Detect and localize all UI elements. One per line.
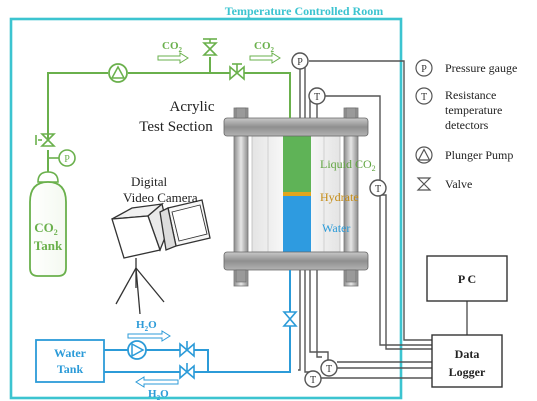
pressure-gauge-symbol: P	[297, 57, 303, 68]
rtd-bottom-left-symbol: T	[310, 375, 316, 386]
co2-tank-gauge-symbol: P	[64, 154, 70, 165]
camera-label-line2: Video Camera	[123, 190, 198, 205]
svg-text:Liquid CO2: Liquid CO2	[320, 157, 376, 173]
svg-text:CO2: CO2	[162, 40, 183, 54]
svg-text:H2O: H2O	[148, 388, 169, 401]
rtd-bottom-right: T	[320, 359, 338, 377]
h2o-flow-label-bottom: H	[148, 388, 157, 400]
legend-pressure-symbol: P	[421, 64, 427, 75]
rtd-top: T	[308, 87, 326, 105]
co2-flow-label-right: CO	[254, 40, 271, 52]
legend-pump-label: Plunger Pump	[445, 148, 513, 162]
co2-tank-label-sub: 2	[54, 228, 58, 237]
rtd-bottom-left: T	[304, 370, 322, 388]
bottom-flange	[223, 251, 369, 271]
pressure-gauge-test-section: P	[291, 52, 309, 70]
h2o-flow-label-bottom-sub: 2	[157, 394, 161, 401]
h2o-flow-label-top-tail: O	[148, 319, 157, 331]
co2-plunger-pump	[108, 63, 128, 83]
co2-tank-label-line2: Tank	[34, 238, 63, 253]
legend-valve-label: Valve	[445, 177, 472, 191]
co2-valve-line	[229, 63, 245, 81]
legend-pressure-gauge: P Pressure gauge	[415, 59, 517, 77]
h2o-flow-label-top: H	[136, 319, 145, 331]
water-valve-riser	[282, 311, 298, 327]
top-flange	[223, 117, 369, 137]
test-section-label-line2: Test Section	[139, 119, 213, 135]
pc-label: P C	[458, 272, 476, 286]
co2-flow-arrow-right: CO2	[249, 40, 281, 64]
liquid-co2-label: Liquid CO	[320, 157, 372, 171]
data-logger-label-line2: Logger	[449, 365, 486, 379]
h2o-flow-arrow-bottom: H2O	[135, 376, 179, 401]
test-section-label-line1: Acrylic	[170, 99, 215, 115]
co2-flow-label-left: CO	[162, 40, 179, 52]
rtd-bottom-right-symbol: T	[326, 364, 332, 375]
water-tank-label-line2: Tank	[57, 362, 84, 376]
legend-rtd-label-line2: temperature	[445, 103, 502, 117]
liquid-co2-phase	[283, 136, 311, 192]
legend-rtd-symbol: T	[421, 92, 427, 103]
room-boundary	[9, 17, 403, 400]
liquid-co2-label-sub: 2	[372, 164, 376, 173]
rtd-top-symbol: T	[314, 92, 320, 103]
water-line	[104, 282, 291, 373]
rtd-hydrate-symbol: T	[375, 184, 381, 195]
test-section: Acrylic Test Section Liquid CO2 Hydrate …	[139, 99, 376, 287]
legend-rtd: T Resistance temperature detectors	[415, 87, 502, 132]
h2o-flow-label-bottom-tail: O	[160, 388, 169, 400]
svg-text:CO2: CO2	[34, 220, 58, 237]
water-phase	[283, 196, 311, 252]
co2-valve-top	[202, 38, 218, 56]
co2-tank-valve	[35, 133, 56, 147]
water-tank: Water Tank	[35, 339, 105, 383]
rtd-hydrate: T	[369, 179, 387, 197]
legend-valve: Valve	[416, 177, 472, 191]
co2-flow-label-right-sub: 2	[271, 46, 275, 54]
water-plunger-pump	[127, 340, 147, 360]
room-label: Temperature Controlled Room	[225, 4, 383, 18]
hydrate-label: Hydrate	[320, 190, 359, 204]
camera-label-line1: Digital	[131, 174, 167, 189]
co2-tank: CO2 Tank	[29, 171, 67, 277]
legend: P Pressure gauge T Resistance temperatur…	[415, 59, 517, 191]
water-label: Water	[322, 221, 350, 235]
temperature-controlled-room: Temperature Controlled Room	[9, 4, 403, 400]
data-logger: Data Logger	[431, 334, 503, 388]
data-logger-label-line1: Data	[455, 347, 480, 361]
svg-text:H2O: H2O	[136, 319, 157, 333]
svg-text:CO2: CO2	[254, 40, 275, 54]
legend-rtd-label-line1: Resistance	[445, 88, 496, 102]
pc: P C	[426, 255, 508, 302]
hydrate-layer	[283, 192, 311, 196]
legend-plunger-pump: Plunger Pump	[415, 146, 513, 164]
water-valve-lower	[179, 363, 195, 380]
water-tank-label-line1: Water	[54, 346, 87, 360]
co2-tank-label: CO	[34, 220, 54, 235]
legend-pressure-label: Pressure gauge	[445, 61, 517, 75]
legend-rtd-label-line3: detectors	[445, 118, 489, 132]
h2o-flow-label-top-sub: 2	[145, 325, 149, 333]
co2-flow-label-left-sub: 2	[179, 46, 183, 54]
co2-flow-arrow-left: CO2	[157, 40, 189, 64]
co2-tank-pressure-gauge: P	[48, 149, 76, 167]
h2o-flow-arrow-top: H2O	[127, 319, 171, 342]
digital-video-camera	[111, 199, 211, 315]
water-valve-upper	[179, 341, 195, 358]
